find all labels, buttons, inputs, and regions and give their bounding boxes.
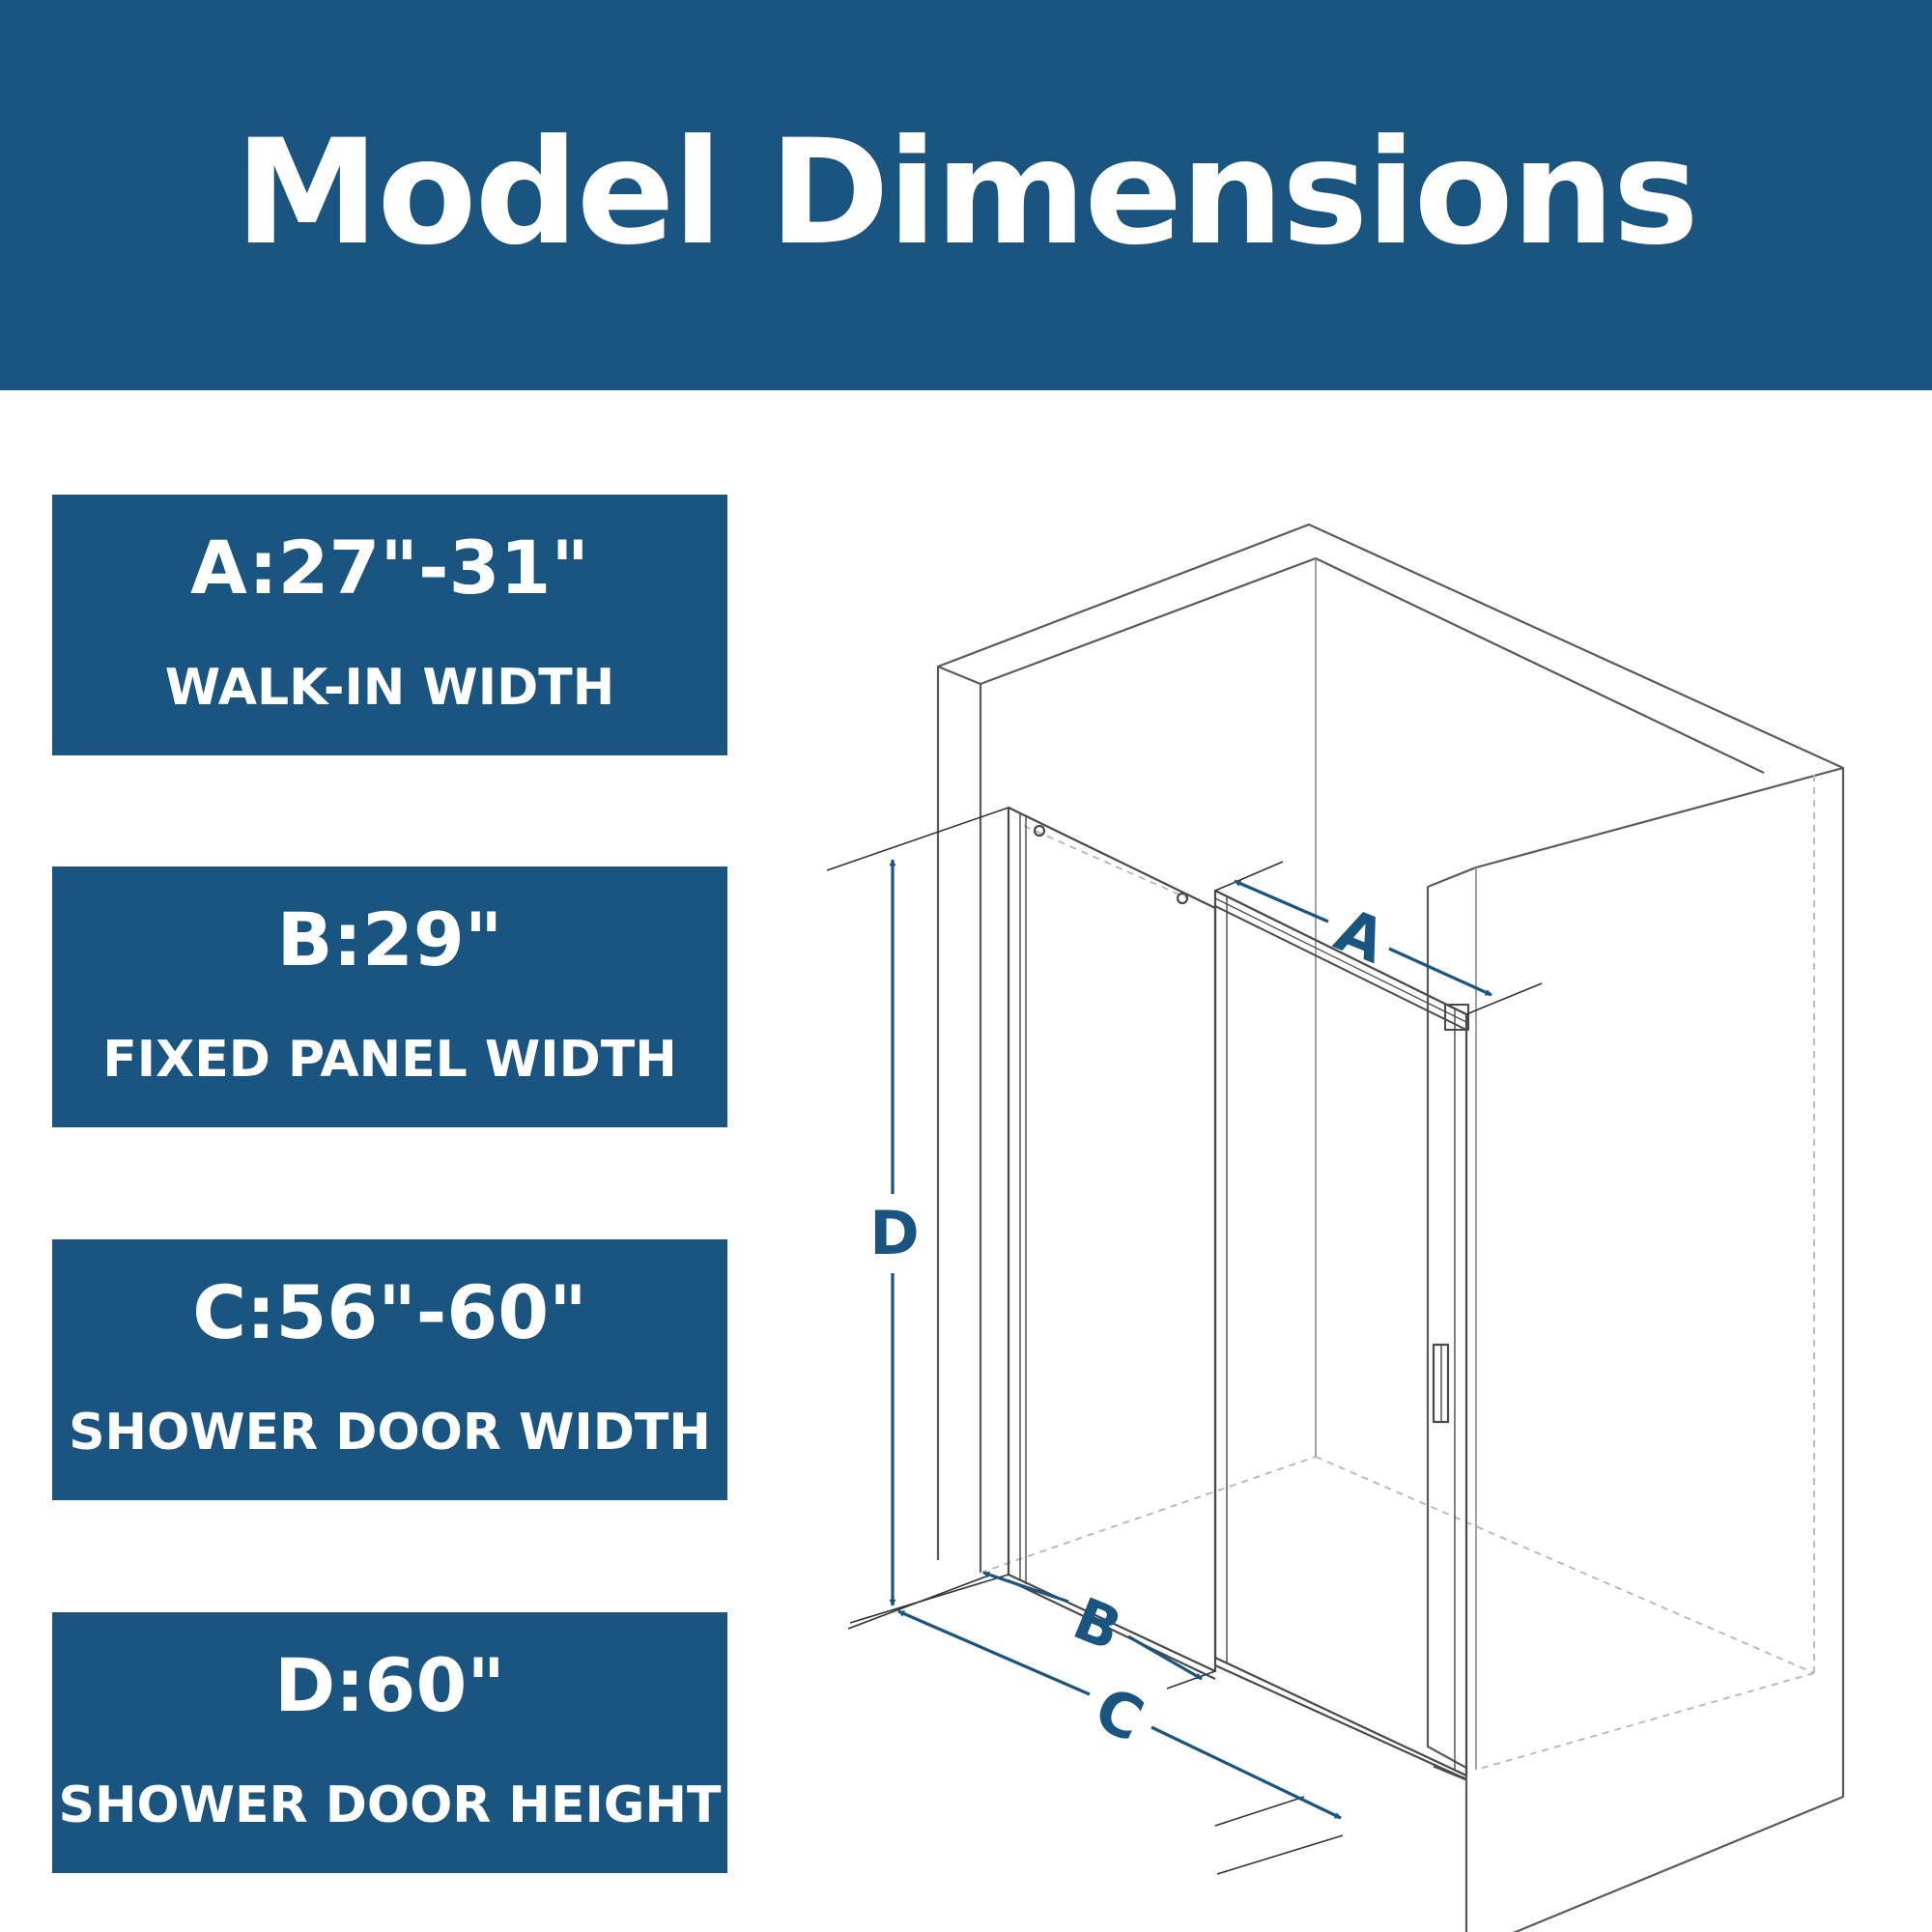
spec-value-d: D:60" [274, 1642, 505, 1728]
dimension-a-arrow-left [1234, 879, 1329, 923]
floor-dashed-lines [980, 773, 1815, 1771]
header-banner: Model Dimensions [0, 0, 1932, 390]
dimension-label-d: D [869, 1198, 919, 1268]
rail-end-cap [1444, 1004, 1469, 1031]
dimension-label-a: A [1326, 895, 1396, 978]
shower-enclosure [936, 523, 1845, 1932]
spec-box-shower-door-width: C:56"-60" SHOWER DOOR WIDTH [52, 1239, 727, 1500]
left-wall-outline [936, 523, 1845, 1932]
left-wall-inner [979, 556, 1765, 1573]
dimension-c-arrow-right [1151, 1725, 1342, 1820]
dimension-c-arrow-left [897, 1609, 1091, 1696]
spec-label-b: FIXED PANEL WIDTH [102, 1031, 677, 1089]
roller-left [1033, 824, 1046, 838]
right-wall-outline [1426, 887, 1468, 1932]
spec-label-a: WALK-IN WIDTH [164, 659, 615, 717]
spec-value-c: C:56"-60" [192, 1269, 587, 1355]
spec-value-a: A:27"-31" [190, 525, 589, 611]
dimension-b-arrow-right [1127, 1634, 1203, 1681]
spec-box-shower-door-height: D:60" SHOWER DOOR HEIGHT [52, 1612, 727, 1873]
dimension-label-b: B [1065, 1585, 1131, 1664]
dimension-b-arrow-left [982, 1571, 1069, 1604]
dimension-extension-lines [826, 807, 1543, 1875]
fixed-glass-panel [1007, 806, 1217, 1673]
spec-label-c: SHOWER DOOR WIDTH [69, 1404, 711, 1462]
page-title: Model Dimensions [235, 109, 1699, 277]
fixed-panel-bottom-track [1008, 1579, 1216, 1680]
spec-value-b: B:29" [276, 896, 503, 982]
dimension-arrows [889, 859, 1492, 1820]
right-wall-top [1427, 766, 1844, 889]
dimension-label-c: C [1085, 1673, 1153, 1755]
spec-box-walk-in-width: A:27"-31" WALK-IN WIDTH [52, 495, 727, 755]
roller-right [1176, 892, 1189, 905]
dimension-a-arrow-right [1388, 947, 1492, 997]
bottom-sill [1214, 1663, 1467, 1781]
left-wall-edge [937, 665, 981, 686]
spec-box-fixed-panel-width: B:29" FIXED PANEL WIDTH [52, 867, 727, 1127]
spec-label-d: SHOWER DOOR HEIGHT [58, 1776, 722, 1834]
